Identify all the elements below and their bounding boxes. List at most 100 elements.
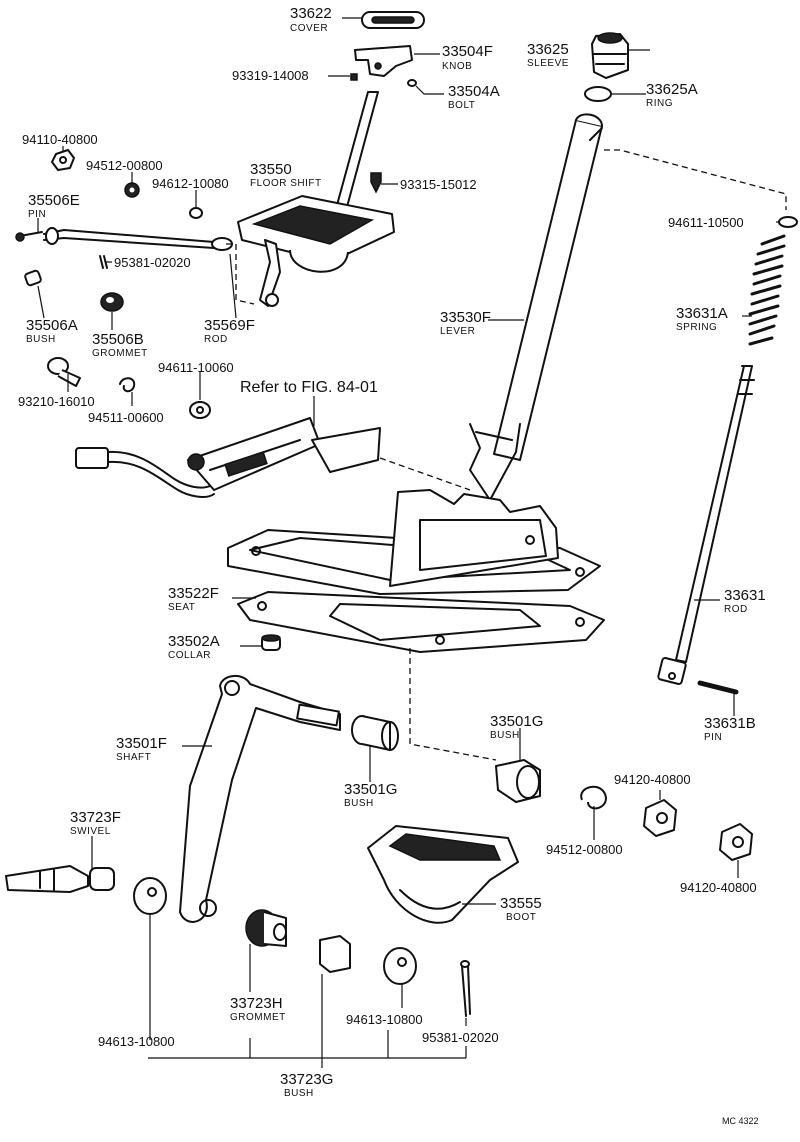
part-name: COVER [290, 23, 328, 34]
callout-35506E: 35506E PIN [28, 192, 80, 220]
part-name: GROMMET [230, 1012, 286, 1023]
part-number: 94611-10060 [158, 360, 234, 375]
part-number: 33501G [344, 781, 397, 798]
leader-lines [37, 17, 780, 1068]
part-name: RING [646, 98, 673, 109]
screw-part [350, 73, 358, 81]
part-number: 33550 [250, 161, 292, 178]
callout-93319: 93319-14008 [232, 68, 309, 83]
nut-94110-part [51, 149, 75, 171]
rod-linkage-part [15, 227, 255, 305]
part-name: GROMMET [92, 348, 148, 359]
nut-94120a-part [643, 799, 677, 837]
part-number: 33723F [70, 809, 121, 826]
callout-33625: 33625 SLEEVE [527, 41, 569, 69]
boot-part [367, 825, 519, 924]
bush-33501g-a-part [351, 715, 399, 751]
part-name: BOLT [448, 100, 475, 111]
grommet-33723h-part [245, 909, 287, 947]
part-number: 33625 [527, 41, 569, 58]
callout-94120b: 94120-40800 [680, 880, 757, 895]
guide-line-seat [379, 457, 471, 491]
part-number: 95381-02020 [422, 1030, 499, 1045]
callout-33504A: 33504A BOLT [448, 83, 500, 111]
part-name: PIN [704, 732, 722, 743]
callout-93315: 93315-15012 [400, 177, 477, 192]
part-number: 33723G [280, 1071, 333, 1088]
part-number: 94612-10080 [152, 176, 229, 191]
pin-33631b-part [697, 680, 739, 695]
callout-33622: 33622 COVER [290, 5, 332, 34]
reference-note: Refer to FIG. 84-01 [240, 379, 378, 396]
part-number: 35506B [92, 331, 144, 348]
ring-part [584, 86, 612, 102]
callout-33625A: 33625A RING [646, 81, 698, 109]
bush-35506a-part [24, 269, 42, 287]
callout-33501G-b: 33501G BUSH [344, 781, 397, 809]
part-name: BUSH [490, 730, 520, 741]
bush-33501g-b-part [495, 759, 541, 803]
seat-part [227, 489, 605, 653]
washer-94611a-part [778, 216, 798, 228]
clip-94511-part [119, 377, 136, 393]
swivel-part [5, 865, 115, 893]
part-name: SEAT [168, 602, 195, 613]
part-name: ROD [724, 604, 748, 615]
part-number: 35506A [26, 317, 78, 334]
part-number: 94110-40800 [22, 132, 98, 147]
guide-line-lever [604, 149, 787, 210]
callout-94613a: 94613-10800 [98, 1034, 175, 1049]
figure-code-text: MC 4322 [722, 1116, 759, 1126]
part-name: ROD [204, 334, 228, 345]
part-name: BUSH [344, 798, 374, 809]
bolt-93210-part [47, 357, 81, 387]
part-number: 33501G [490, 713, 543, 730]
part-number: 94512-00800 [546, 842, 623, 857]
part-number: 33522F [168, 585, 219, 602]
guide-line-shaft [409, 648, 497, 761]
part-number: 93319-14008 [232, 68, 309, 83]
callout-33631B: 33631B PIN [704, 715, 756, 743]
part-number: 33504A [448, 83, 500, 100]
callout-94611a: 94611-10500 [668, 215, 744, 230]
callout-33550: 33550 FLOOR SHIFT [250, 161, 321, 189]
part-number: 94613-10800 [346, 1012, 423, 1027]
part-name: SLEEVE [527, 58, 569, 69]
part-name: KNOB [442, 61, 472, 72]
callout-33522F: 33522F SEAT [168, 585, 219, 613]
callout-94511: 94511-00600 [88, 410, 164, 425]
part-name: BUSH [284, 1088, 314, 1099]
callout-35506A: 35506A BUSH [26, 317, 78, 345]
reference-text: Refer to FIG. 84-01 [240, 379, 378, 396]
part-number: 33631 [724, 587, 766, 604]
shaft-part [179, 675, 341, 923]
part-number: 33625A [646, 81, 698, 98]
callout-33501G-a: 33501G BUSH [490, 713, 543, 741]
figure-code: MC 4322 [722, 1116, 759, 1126]
spring-part [748, 234, 786, 346]
part-number: 33631B [704, 715, 756, 732]
callout-93210: 93210-16010 [18, 394, 95, 409]
cotter-pin-b-part [460, 960, 471, 1017]
part-name: SHAFT [116, 752, 151, 763]
part-number: 33502A [168, 633, 220, 650]
part-number: 33501F [116, 735, 167, 752]
part-number: 94512-00800 [86, 158, 163, 173]
part-number: 33530F [440, 309, 491, 326]
callout-33631: 33631 ROD [724, 587, 766, 615]
collar-part [261, 634, 281, 651]
part-name: COLLAR [168, 650, 211, 661]
neutral-switch-assembly [75, 417, 381, 498]
part-number: 94613-10800 [98, 1034, 175, 1049]
callout-33723G: 33723G BUSH [280, 1071, 333, 1099]
lock-washer-part [124, 182, 140, 198]
bolt-part [407, 79, 417, 87]
part-number: 93210-16010 [18, 394, 95, 409]
callout-33530F: 33530F LEVER [440, 309, 491, 337]
callout-94512b: 94512-00800 [546, 842, 623, 857]
part-number: 93315-15012 [400, 177, 477, 192]
callout-33555: 33555 BOOT [500, 895, 542, 923]
callout-33501F: 33501F SHAFT [116, 735, 167, 763]
part-number: 94120-40800 [614, 772, 691, 787]
